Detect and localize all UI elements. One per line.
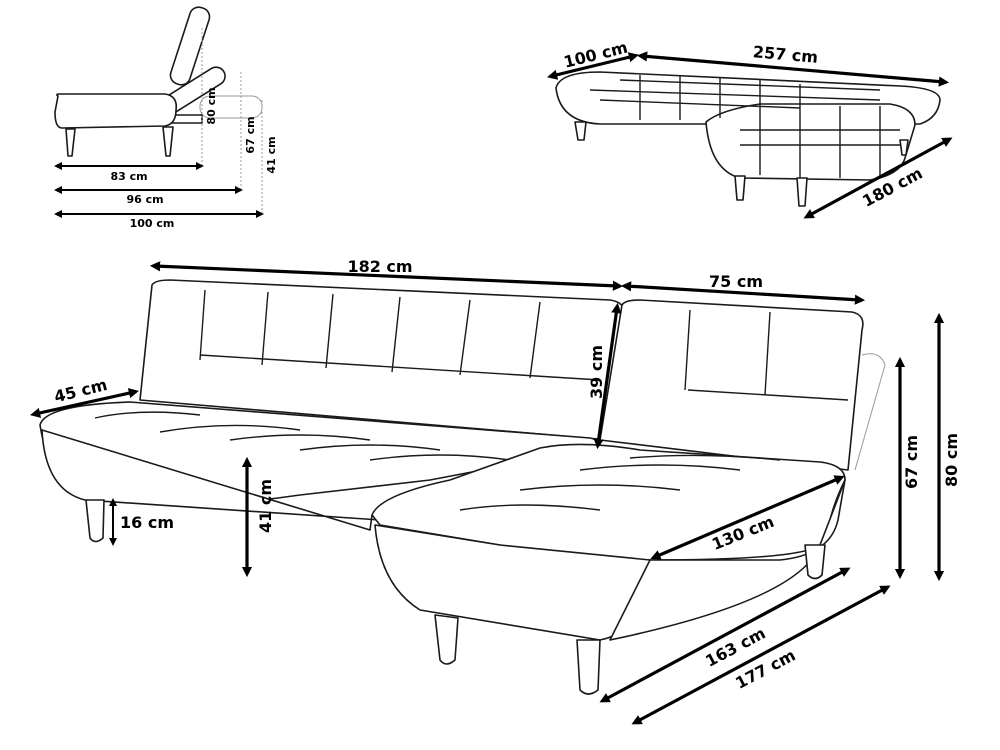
side-backrest-flat xyxy=(199,95,263,119)
leg-chaise-back xyxy=(804,544,826,580)
main-view: 182 cm 75 cm 45 cm 39 cm 41 cm 16 cm 67 … xyxy=(30,257,961,725)
label-arm-height: 67 cm xyxy=(902,435,921,489)
label-seat-depth: 45 cm xyxy=(52,375,109,406)
label-leg-height: 16 cm xyxy=(120,513,174,532)
dimension-line-182 xyxy=(149,261,624,291)
side-seat xyxy=(54,93,178,129)
top-view: 100 cm 257 cm 180 cm xyxy=(547,38,953,219)
chaise-backrest xyxy=(599,299,864,471)
label-seat-height: 41 cm xyxy=(256,479,275,533)
label-total-height: 80 cm xyxy=(942,433,961,487)
label-chaise-width: 75 cm xyxy=(709,272,763,291)
side-leg-front xyxy=(65,128,76,157)
leg-chaise-corner xyxy=(576,639,601,695)
label-back-height: 39 cm xyxy=(587,345,606,399)
dimension-line-130 xyxy=(650,475,845,560)
dimension-line-top-100 xyxy=(547,52,639,80)
label-depth-reclined: 96 cm xyxy=(126,193,163,206)
side-backrest xyxy=(169,6,211,86)
label-depth-flat: 100 cm xyxy=(130,217,175,230)
label-height-reclined: 67 cm xyxy=(244,116,257,153)
side-frame xyxy=(171,114,203,124)
label-height-flat: 41 cm xyxy=(265,136,278,173)
dimension-line-top-180 xyxy=(803,137,953,219)
label-top-width: 257 cm xyxy=(752,42,819,67)
label-depth-seat: 83 cm xyxy=(110,170,147,183)
dimension-line-39 xyxy=(593,302,622,450)
top-chaise xyxy=(705,103,916,181)
label-sofa-width: 182 cm xyxy=(347,257,412,276)
dimension-line-top-257 xyxy=(636,51,950,87)
side-view: 83 cm 96 cm 100 cm 80 cm 67 cm 41 cm xyxy=(54,6,278,230)
leg-left xyxy=(85,499,105,543)
dimension-line-45 xyxy=(30,388,139,418)
leg-chaise-front xyxy=(434,614,459,665)
top-legs xyxy=(574,121,909,207)
dimension-line-75 xyxy=(620,281,866,305)
dimension-line-177 xyxy=(631,585,891,725)
label-height-back: 80 cm xyxy=(205,87,218,124)
side-leg-back xyxy=(162,126,174,157)
